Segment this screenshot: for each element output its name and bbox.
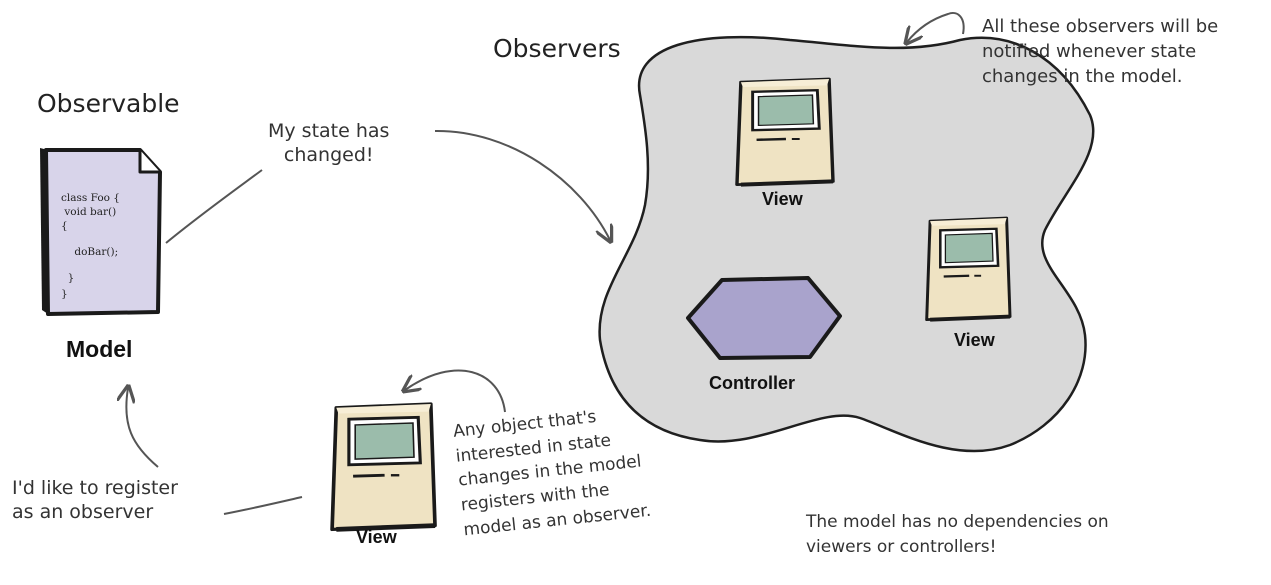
register-to-model-arrow	[126, 388, 159, 468]
model-code-line-2: void bar()	[61, 206, 117, 218]
any-object-note: Any object that's interested in state ch…	[452, 406, 653, 540]
state-changed-arrow	[434, 129, 610, 240]
model-document-icon	[40, 148, 162, 316]
observers-group-blob	[598, 35, 1095, 453]
model-label: Model	[66, 336, 133, 362]
view-top-computer-icon	[737, 79, 833, 185]
observers-heading: Observers	[493, 34, 621, 63]
view-top-label: View	[762, 189, 803, 209]
all-notified-arrow	[907, 12, 965, 42]
register-note: I'd like to register as an observer	[12, 477, 178, 523]
view-right-computer-icon	[927, 218, 1010, 320]
model-code-line-6: }	[61, 288, 68, 300]
no-dependencies-note: The model has no dependencies on viewers…	[806, 512, 1109, 557]
model-to-note-line	[165, 169, 263, 244]
new-view-computer-icon	[332, 404, 435, 529]
any-object-arrow	[405, 369, 506, 413]
view-right-label: View	[954, 330, 995, 350]
new-view-label: View	[356, 527, 397, 547]
model-code-line-1: class Foo {	[61, 192, 120, 204]
model-code-line-3: {	[61, 220, 68, 232]
model-code-line-4: doBar();	[61, 246, 119, 258]
all-notified-note: All these observers will be notified whe…	[982, 16, 1219, 88]
observable-heading: Observable	[37, 89, 180, 118]
state-changed-note: My state has changed!	[268, 120, 390, 166]
controller-label: Controller	[709, 373, 796, 393]
controller-hexagon-icon	[686, 276, 842, 360]
register-to-view-line	[223, 496, 303, 515]
model-code-line-5: }	[61, 272, 75, 284]
